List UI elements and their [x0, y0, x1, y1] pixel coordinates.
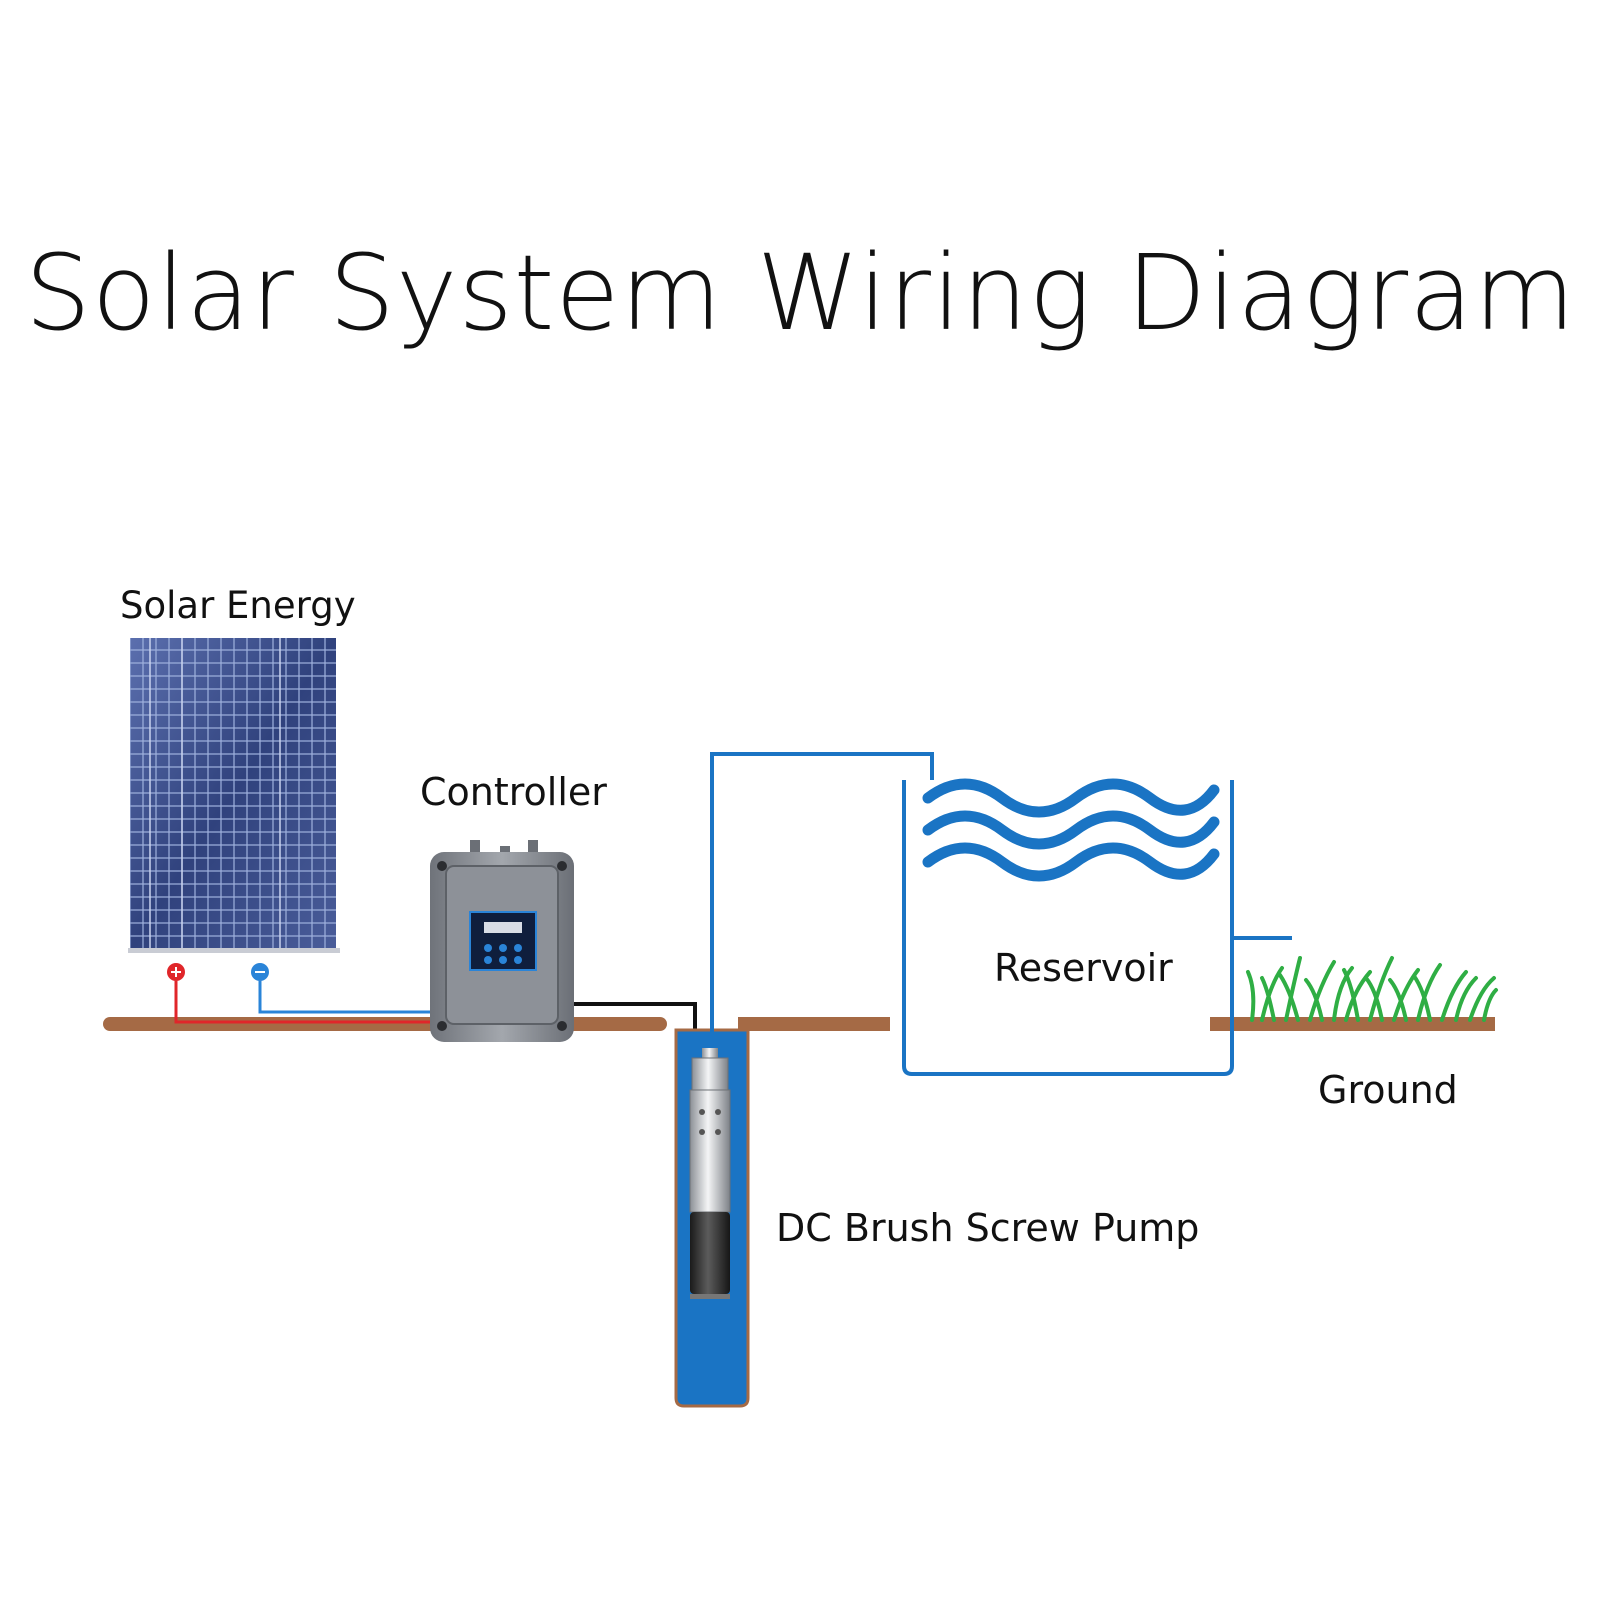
- positive-terminal-icon: [167, 963, 185, 981]
- solar-panel: [128, 638, 340, 953]
- controller-unit: [430, 840, 574, 1042]
- reservoir-tank: [902, 780, 1234, 1076]
- water-wave-icon: [922, 778, 1220, 882]
- negative-terminal-icon: [251, 963, 269, 981]
- positive-wire: [174, 981, 432, 1024]
- outlet-pipe: [710, 752, 934, 1050]
- pump-unit: [689, 1048, 731, 1299]
- reservoir-label: Reservoir: [994, 946, 1173, 990]
- ground-label: Ground: [1318, 1068, 1458, 1112]
- negative-wire: [258, 981, 432, 1014]
- pump-label: DC Brush Screw Pump: [776, 1206, 1200, 1250]
- page-title: Solar System Wiring Diagram: [24, 232, 1577, 354]
- grass-icon: [1246, 956, 1498, 1022]
- controller-label: Controller: [420, 770, 607, 814]
- solar-energy-label: Solar Energy: [120, 584, 356, 627]
